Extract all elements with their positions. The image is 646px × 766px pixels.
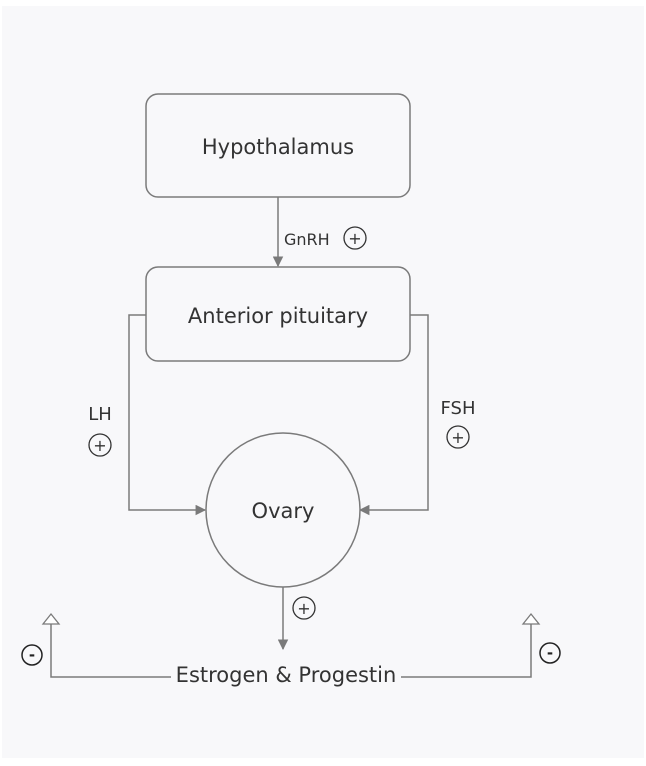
gnrh-plus-sign: + [343,226,367,250]
ovary-node: Ovary [205,432,361,588]
hypothalamus-node: Hypothalamus [145,93,411,198]
right-negative-feedback: - [401,612,561,678]
ovary-label: Ovary [252,499,315,523]
left-negative-feedback: - [21,612,171,678]
fsh-label: FSH [441,398,476,419]
gnrh-label: GnRH [284,230,330,249]
lh-label: LH [88,404,112,425]
left-minus-sign: - [21,644,43,666]
lh-arrow [128,314,207,516]
right-feedback-arrowhead [521,612,541,625]
left-feedback-arrowhead [41,612,61,625]
fsh-plus-sign: + [446,425,470,449]
fsh-arrow [358,314,429,516]
right-feedback-line [401,622,532,678]
hypothalamus-label: Hypothalamus [202,135,354,159]
svg-text:+: + [93,436,106,455]
lh-plus-sign: + [88,433,112,457]
lh-edge: LH + [88,314,207,516]
fsh-edge: FSH + [358,314,476,516]
anterior-pituitary-node: Anterior pituitary [145,266,411,362]
left-feedback-line [50,622,171,678]
svg-text:-: - [547,644,553,662]
svg-text:+: + [297,599,310,618]
svg-text:+: + [451,428,464,447]
svg-text:-: - [29,646,35,664]
hormones-label: Estrogen & Progestin [176,663,397,687]
svg-text:+: + [348,229,361,248]
ovary-output-plus-sign: + [292,596,316,620]
right-minus-sign: - [539,642,561,664]
gnrh-edge: GnRH + [272,197,367,268]
ovary-output-edge: + [277,587,316,651]
anterior-pituitary-label: Anterior pituitary [188,304,368,328]
